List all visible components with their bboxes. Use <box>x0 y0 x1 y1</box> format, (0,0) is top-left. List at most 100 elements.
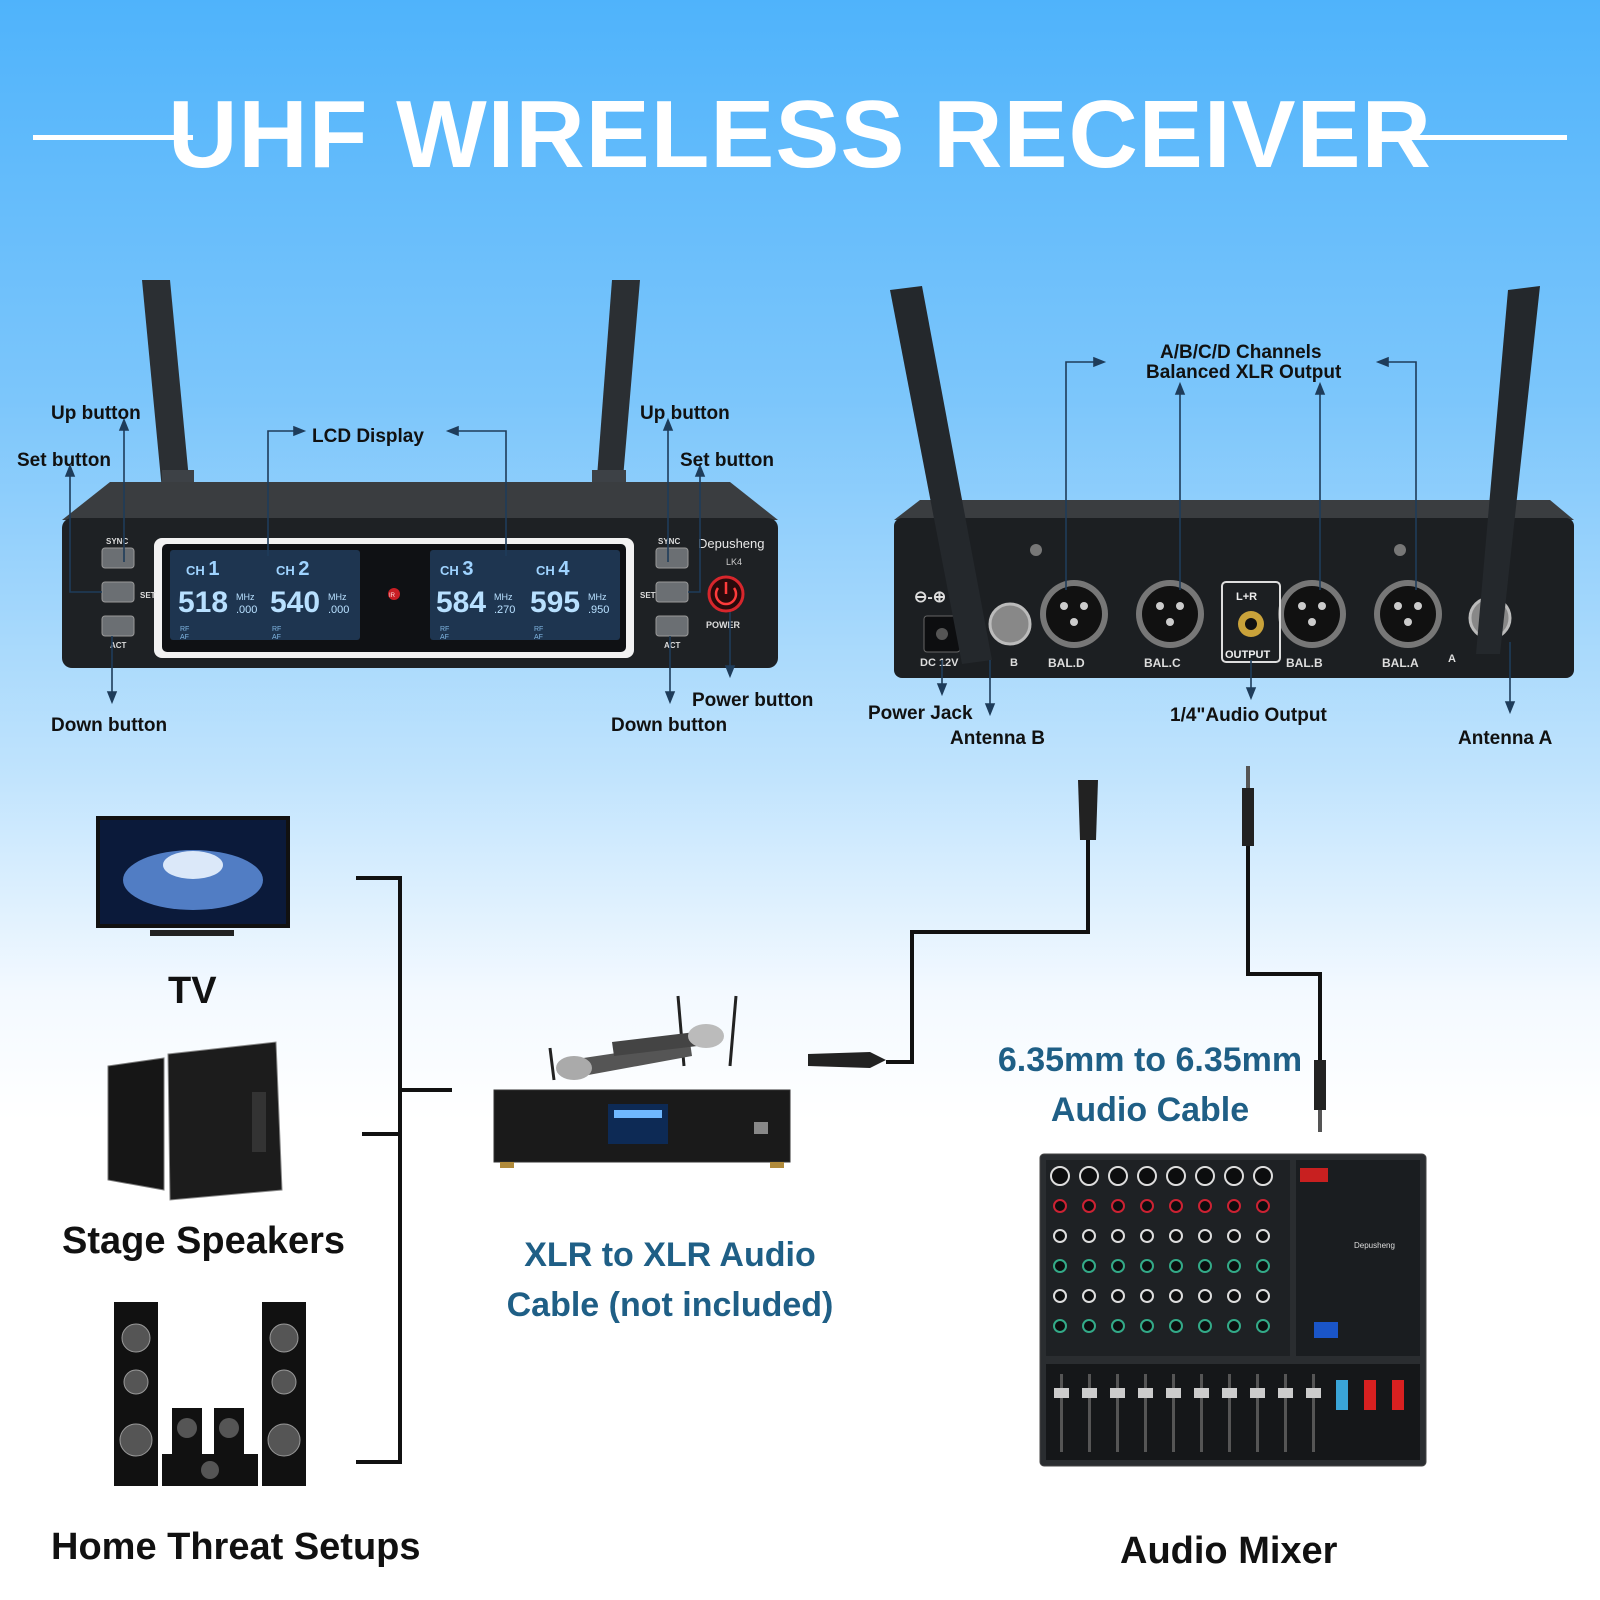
xlr-port-c <box>1136 580 1204 648</box>
stage-speakers-image <box>107 1041 283 1201</box>
ch4-label: CH 4 <box>536 558 570 580</box>
lcd-display: CH 1 CH 2 CH 3 CH 4 518 MHz .000 540 MHz… <box>170 550 620 641</box>
mixer-knob <box>1108 1166 1128 1186</box>
callout-down-button-left: Down button <box>51 715 168 736</box>
act-label-right: ACT <box>664 641 681 650</box>
mixer-fader-cap <box>1110 1388 1125 1398</box>
mixer-fader-track <box>1256 1374 1259 1452</box>
rf-label: RF <box>180 626 189 633</box>
mixer-knob <box>1050 1166 1070 1186</box>
mixer-knob <box>1256 1259 1270 1273</box>
output-bracket <box>356 876 452 1464</box>
set-button-left[interactable] <box>101 581 135 603</box>
callout-xlr-output: Balanced XLR Output <box>1146 362 1342 383</box>
title-rule-right <box>1407 135 1567 140</box>
ch3-freq: 584 <box>436 586 486 619</box>
mixer-fader-cap <box>1250 1388 1265 1398</box>
antenna-b-short: B <box>1010 657 1018 669</box>
output-lr-label: L+R <box>1236 591 1257 603</box>
mixer-knob <box>1140 1259 1154 1273</box>
mixer-knob <box>1169 1289 1183 1303</box>
mixer-fader-cap <box>1138 1388 1153 1398</box>
mixer-knob <box>1137 1166 1157 1186</box>
ir-label: IR <box>389 593 396 599</box>
callout-set-button-left: Set button <box>17 450 111 471</box>
antenna-a <box>1476 286 1540 654</box>
callout-up-button-left: Up button <box>51 403 141 424</box>
act-button-left[interactable] <box>101 615 135 637</box>
sync-label-left: SYNC <box>106 537 128 546</box>
jack-cable-line2: Audio Cable <box>1050 1091 1250 1129</box>
jack-cable-line1: 6.35mm to 6.35mm <box>997 1041 1303 1079</box>
quarter-inch-cable <box>1242 766 1326 1132</box>
receiver-with-microphones-image <box>493 995 791 1168</box>
mixer-knob <box>1082 1289 1096 1303</box>
brand-logo: Depusheng <box>698 536 765 551</box>
mixer-knob <box>1169 1229 1183 1243</box>
callout-audio-output: 1/4"Audio Output <box>1170 705 1327 726</box>
sync-button-left[interactable] <box>101 547 135 569</box>
mixer-knob <box>1227 1319 1241 1333</box>
callout-lcd-display: LCD Display <box>312 426 424 447</box>
antenna-a-short: A <box>1448 653 1456 665</box>
mixer-knob <box>1227 1259 1241 1273</box>
ch2-decimal: .000 <box>328 604 349 616</box>
mixer-knob <box>1053 1259 1067 1273</box>
callout-xlr-channels: A/B/C/D Channels <box>1160 342 1322 363</box>
front-receiver-illustration: CH 1 CH 2 CH 3 CH 4 518 MHz .000 540 MHz… <box>62 280 778 705</box>
xlr-cable <box>808 780 1098 1068</box>
ch2-unit: MHz <box>328 592 347 602</box>
callout-antenna-a: Antenna A <box>1458 728 1553 749</box>
mixer-fader-track <box>1228 1374 1231 1452</box>
ch3-decimal: .270 <box>494 604 515 616</box>
mixer-knob <box>1140 1199 1154 1213</box>
ch1-label: CH 1 <box>186 558 220 580</box>
mixer-knob <box>1111 1259 1125 1273</box>
bal-a-label: BAL.A <box>1382 656 1419 670</box>
act-button-right[interactable] <box>655 615 689 637</box>
mixer-fader-track <box>1144 1374 1147 1452</box>
af-label: AF <box>440 634 449 641</box>
mixer-knob <box>1253 1166 1273 1186</box>
home-theater-image <box>114 1302 306 1486</box>
dc-label: DC 12V <box>920 657 959 669</box>
ch4-unit: MHz <box>588 592 607 602</box>
mixer-knob <box>1195 1166 1215 1186</box>
mixer-knob <box>1053 1229 1067 1243</box>
ch4-decimal: .950 <box>588 604 609 616</box>
xlr-port-d <box>1040 580 1108 648</box>
mixer-fader-track <box>1312 1374 1315 1452</box>
mixer-fader-track <box>1172 1374 1175 1452</box>
mixer-fader-cap <box>1222 1388 1237 1398</box>
quarter-inch-output-port <box>1221 581 1281 663</box>
audio-mixer-image: Depusheng <box>1039 1153 1427 1467</box>
xlr-cable-line2: Cable (not included) <box>506 1286 834 1324</box>
jack-cable-label: 6.35mm to 6.35mm Audio Cable <box>960 1035 1340 1135</box>
mixer-knob <box>1140 1319 1154 1333</box>
ch2-freq: 540 <box>270 586 320 619</box>
sync-button-right[interactable] <box>655 547 689 569</box>
xlr-port-a <box>1374 580 1442 648</box>
mixer-fader-track <box>1284 1374 1287 1452</box>
mixer-faders <box>1054 1374 1321 1452</box>
mixer-fader-cap <box>1306 1388 1321 1398</box>
mixer-knob <box>1227 1229 1241 1243</box>
mixer-knob <box>1053 1289 1067 1303</box>
mixer-knob <box>1198 1319 1212 1333</box>
mixer-knob <box>1140 1229 1154 1243</box>
mixer-fader-track <box>1200 1374 1203 1452</box>
stage-speakers-label: Stage Speakers <box>62 1220 346 1262</box>
antenna-left <box>142 280 194 510</box>
mixer-knob <box>1256 1289 1270 1303</box>
set-button-right[interactable] <box>655 581 689 603</box>
mixer-fader-track <box>1088 1374 1091 1452</box>
callout-power-button: Power button <box>692 690 814 711</box>
power-icon <box>714 587 738 606</box>
mixer-knob <box>1256 1229 1270 1243</box>
mixer-knobs <box>1050 1166 1273 1333</box>
ir-sensor-icon <box>388 588 400 600</box>
mixer-fader-track <box>1060 1374 1063 1452</box>
mixer-knob <box>1198 1289 1212 1303</box>
mixer-knob <box>1082 1319 1096 1333</box>
mixer-knob <box>1256 1199 1270 1213</box>
